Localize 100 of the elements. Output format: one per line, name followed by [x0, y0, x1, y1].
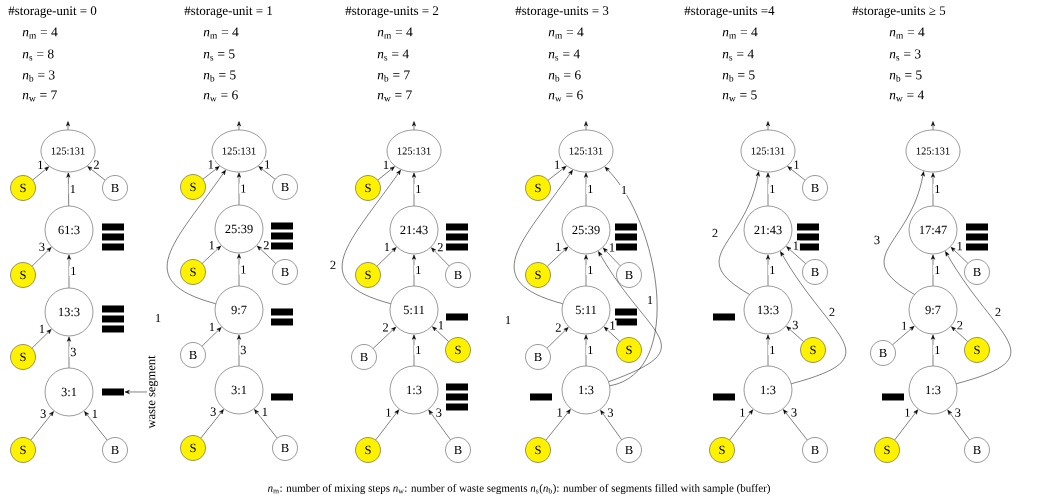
edge-label: 1 — [239, 264, 248, 275]
arrow — [202, 245, 222, 264]
arrow — [237, 172, 241, 206]
edge-label: 1 — [768, 183, 777, 195]
edge-label: 1 — [555, 407, 564, 418]
parameter-label: n$_{b}$ = 5 — [889, 70, 922, 82]
arrow — [931, 172, 935, 207]
edge-label: 2 — [92, 159, 101, 170]
parameter-label: n$_{s}$ = 4 — [377, 49, 409, 61]
arrow — [200, 409, 224, 439]
edge-label: 3 — [791, 319, 800, 331]
edge-label: 1 — [36, 159, 45, 170]
arrow — [66, 121, 70, 131]
arrow — [412, 121, 416, 131]
arrow — [766, 121, 770, 131]
arrow — [431, 247, 450, 267]
arrow — [783, 409, 808, 441]
arrow — [947, 409, 970, 440]
arrow — [31, 247, 52, 267]
edge-label: 1 — [69, 265, 78, 277]
arrow — [376, 247, 397, 267]
parameter-label: n$_{m}$ = 4 — [22, 27, 58, 39]
edge-label: 1 — [414, 264, 423, 276]
edge-label: 3 — [239, 344, 248, 356]
arrow — [729, 409, 754, 441]
edge-label: 3 — [872, 234, 882, 246]
edge-label: 2 — [993, 306, 1003, 318]
arrow — [66, 172, 71, 207]
edge-label: 2 — [554, 322, 563, 333]
panel-heading: #storage-units ≥ 5 — [852, 6, 946, 18]
arrow — [256, 245, 276, 264]
parameter-label: n$_{b}$ = 5 — [722, 70, 755, 82]
arrow — [951, 326, 968, 342]
edge-label: 2 — [381, 322, 390, 333]
parameter-label: n$_{w}$ = 7 — [377, 90, 412, 102]
arrow — [254, 409, 278, 439]
panel-heading: #storage-units =4 — [684, 6, 775, 18]
arrow — [67, 254, 71, 289]
arrow — [87, 166, 106, 181]
edge-label: 3 — [69, 346, 78, 358]
edge-label: 3 — [37, 241, 46, 253]
arrow — [547, 246, 569, 267]
arrow — [584, 172, 588, 207]
arrow — [30, 411, 54, 441]
arrow — [718, 171, 760, 295]
arrow — [931, 334, 935, 367]
edge-label: 1 — [768, 264, 777, 276]
arrow — [375, 409, 400, 441]
arrow — [547, 166, 567, 181]
edge-label: 2 — [436, 242, 445, 253]
edge-label: 1 — [153, 312, 163, 324]
parameter-label: n$_{m}$ = 4 — [889, 27, 925, 39]
arrow — [237, 334, 241, 367]
edge-label: 1 — [206, 159, 215, 170]
caption: n$_{m}$: number of mixing steps n$_{w}$: number of waste segments n$_{s}$(n$_{b}$): number of segments filled with sample (buffer) — [268, 483, 770, 494]
edge-label: 1 — [955, 240, 964, 252]
edge-label: 1 — [436, 320, 445, 331]
parameter-label: n$_{w}$ = 6 — [548, 90, 583, 102]
edge-label: 1 — [608, 320, 617, 331]
arrow — [786, 246, 806, 264]
edge-label: 1 — [381, 159, 391, 170]
arrow — [787, 166, 806, 181]
parameter-label: n$_{s}$ = 3 — [889, 49, 921, 61]
arrow — [945, 251, 1012, 384]
edge-label: 1 — [933, 183, 942, 195]
parameter-label: n$_{b}$ = 6 — [548, 70, 581, 82]
arrow — [258, 166, 276, 180]
arrow — [67, 336, 71, 369]
edge-label: 2 — [262, 240, 271, 251]
arrow — [584, 121, 588, 131]
arrow — [546, 327, 569, 349]
parameter-label: n$_{b}$ = 3 — [22, 70, 55, 82]
edge-label: 1 — [263, 159, 272, 170]
arrow — [892, 326, 915, 345]
arrow — [201, 327, 222, 347]
parameter-label: n$_{w}$ = 7 — [22, 90, 57, 102]
edge-label: 1 — [553, 159, 562, 170]
arrow — [412, 334, 416, 367]
arrow — [84, 411, 108, 441]
arrow — [598, 251, 662, 382]
arrow — [373, 326, 397, 349]
edge-label: 1 — [791, 240, 800, 251]
arrow — [428, 409, 451, 440]
edge-label: 1 — [207, 240, 216, 251]
edge-label: 1 — [554, 241, 563, 252]
parameter-label: n$_{s}$ = 5 — [203, 49, 235, 61]
arrow — [412, 172, 416, 207]
edge-label: 2 — [827, 306, 837, 318]
arrow — [202, 166, 220, 180]
edge-label: 1 — [503, 314, 513, 326]
arrow — [432, 326, 449, 342]
parameter-label: n$_{m}$ = 4 — [722, 27, 758, 39]
edge-label: 1 — [792, 159, 801, 170]
arrow — [32, 166, 49, 181]
arrow — [377, 166, 395, 181]
arrow — [412, 254, 416, 287]
parameter-label: n$_{s}$ = 4 — [722, 49, 754, 61]
panel-heading: #storage-units = 2 — [345, 6, 439, 18]
arrow — [780, 251, 847, 384]
arrow — [766, 254, 770, 287]
